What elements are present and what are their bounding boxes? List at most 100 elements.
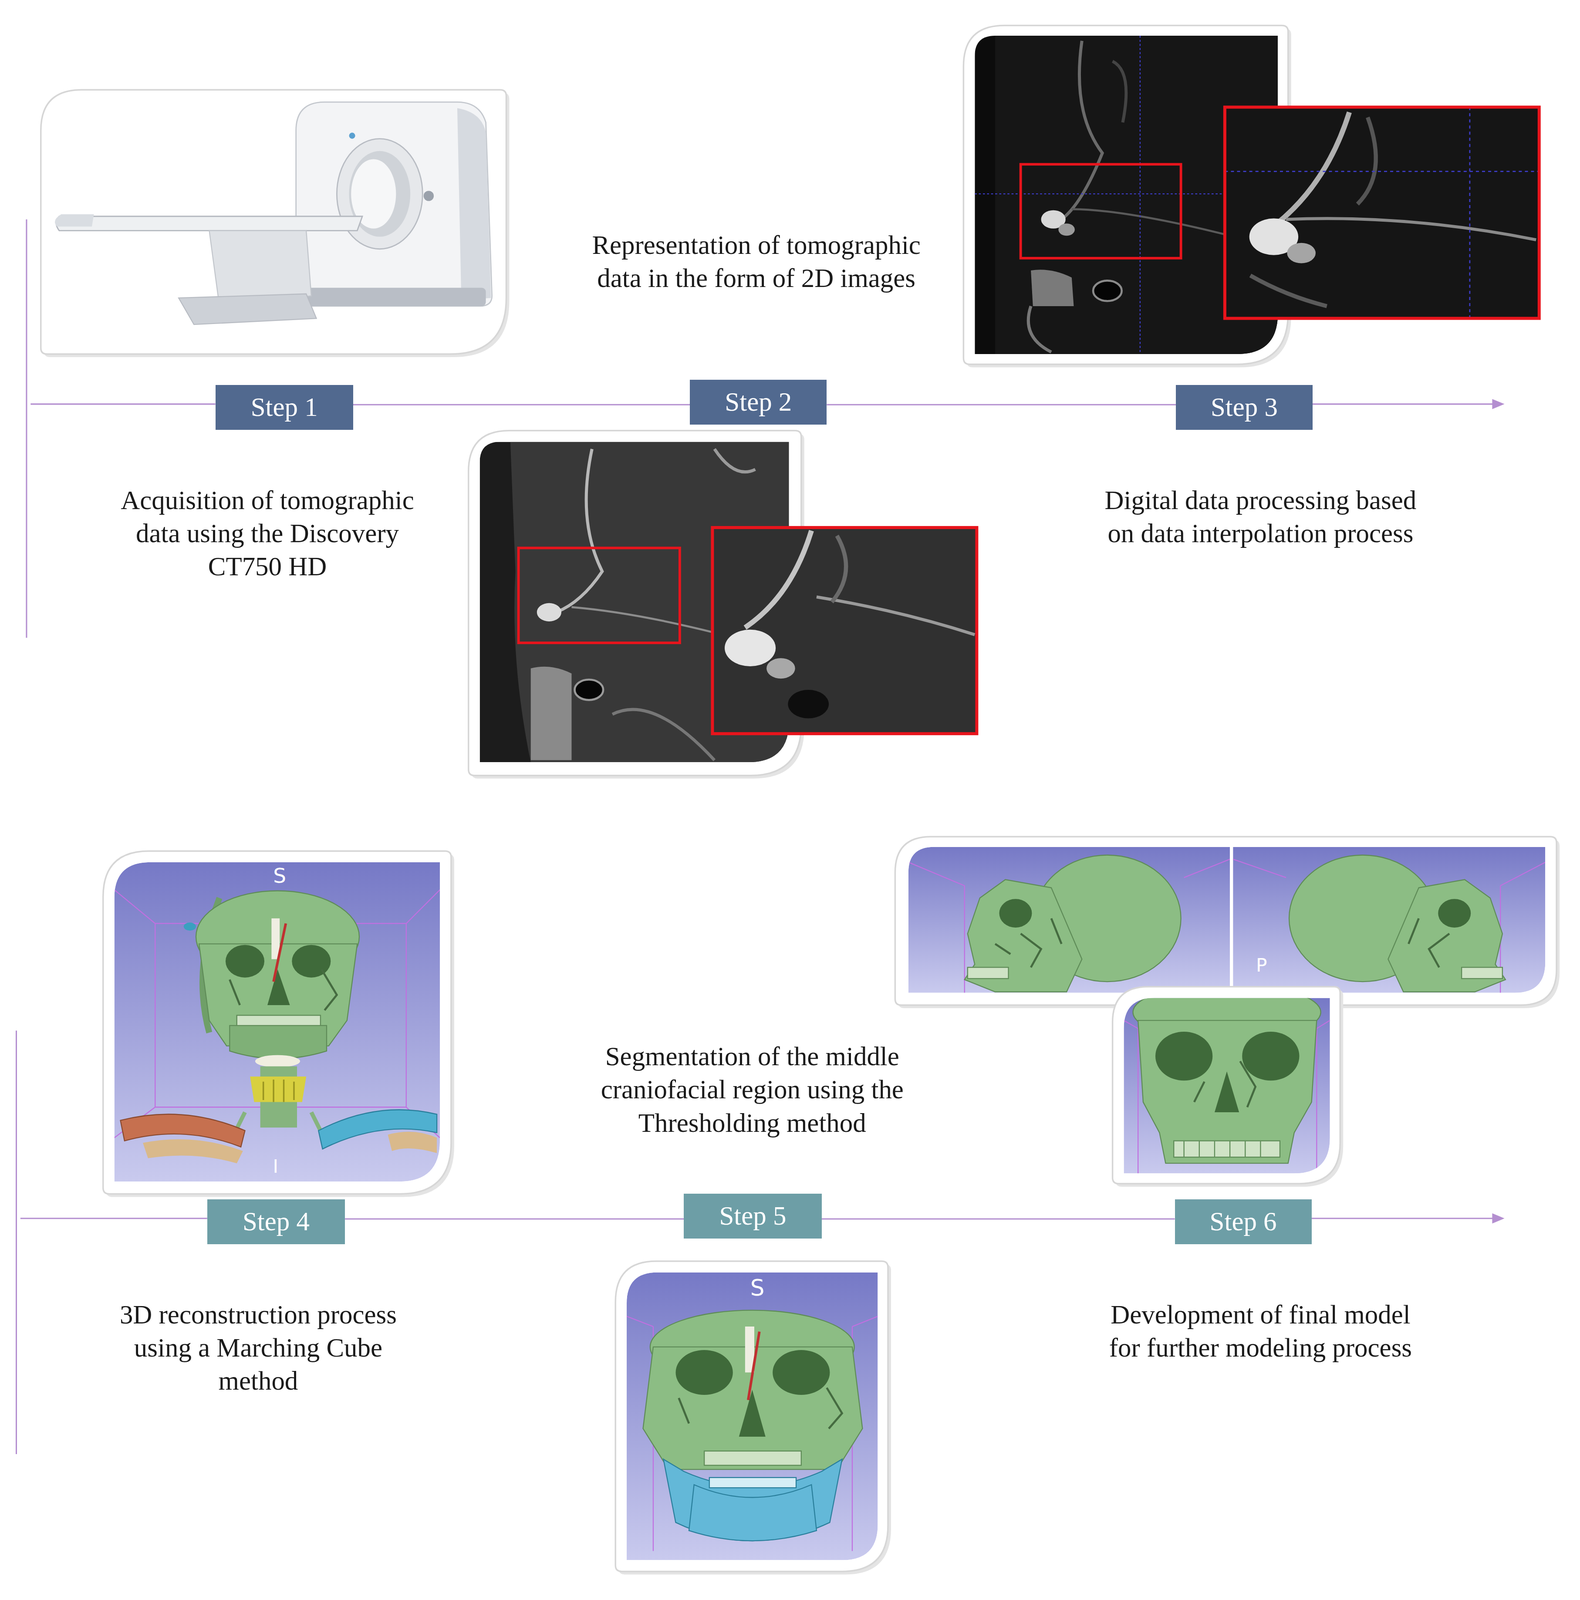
reconstruction-3d-part-part [388,1131,437,1154]
ct-slice-interpolated-part-part [1286,243,1316,264]
reconstruction-3d-part [106,854,455,1197]
step-label: Step 3 [1210,391,1278,423]
reconstruction-3d-part-part [291,945,331,978]
reconstruction-3d-part-part [255,1055,301,1068]
segmentation-view [615,1261,892,1575]
step-label: Step 4 [242,1206,310,1237]
ct-slice-2d [468,430,977,779]
ct-slice-interpolated-part-part [1276,112,1350,225]
reconstruction-3d-part-part [229,969,337,1011]
final-model-frontal-part-part [1194,1061,1256,1108]
reconstruction-3d-part [114,862,440,1182]
segmentation-view-part-part [709,1477,797,1488]
final-model-frontal-part-part [1123,1020,1330,1174]
final-model-lateral-part-part-part [964,879,1083,993]
segmentation-view-part [615,1261,888,1572]
final-model-lateral-part-part-part [967,967,1009,979]
ct-scanner-card-part [54,214,95,227]
final-model-lateral-part-part-part [1387,879,1506,993]
final-model-lateral-part [1229,847,1233,993]
final-model-lateral-part-part [964,855,1182,993]
final-model-lateral-part [894,836,1557,1006]
final-model-lateral-part-part [1289,855,1506,993]
final-model-frontal-part-part [1155,1031,1213,1081]
ct-slice-interpolated [963,25,1540,368]
segmentation-view-part-part [626,1272,878,1561]
ct-slice-interpolated-part-part [1286,218,1537,240]
ct-slice-2d-part-part [787,689,829,719]
axis-label: S [264,863,295,888]
ct-slice-2d-part [712,527,977,734]
axis-label: S [742,1274,773,1302]
final-model-lateral-part [908,847,1230,993]
step-description: Segmentation of the middle craniofacial … [576,1039,929,1140]
ct-slice-2d-part-part [714,449,756,473]
ct-slice-2d-part-part [766,658,796,679]
reconstruction-3d-part-part [114,889,440,1138]
segmentation-view-part-part [688,1484,817,1541]
final-model-lateral-part-part-part [1438,898,1471,928]
step-box: Step 3 [1175,384,1313,430]
segmentation-view-part-part [626,1316,878,1552]
step-description: Digital data processing based on data in… [1092,483,1429,551]
step-box: Step 6 [1174,1199,1312,1245]
step-box: Step 5 [683,1193,822,1239]
final-model-lateral [894,836,1560,1009]
timeline-arrowhead [1492,398,1505,1224]
step-box: Step 2 [689,379,827,425]
step-label: Step 5 [719,1200,787,1232]
timeline-part [25,219,28,639]
step-description: Representation of tomographic data in th… [587,228,925,295]
ct-slice-interpolated-part-part [1468,107,1471,319]
ct-scanner-card-part [40,89,507,355]
reconstruction-3d-part-part [249,1076,307,1103]
ct-scanner-card [40,89,510,358]
ct-slice-2d-part [724,530,975,719]
ct-scanner-card-part [423,190,434,201]
final-model-frontal-part-part [1123,998,1330,1174]
ct-slice-interpolated-part-part [1028,306,1052,352]
ct-scanner-card-part [178,293,317,325]
ct-slice-2d-part-part [571,607,715,633]
reconstruction-3d-part-part [114,862,440,1182]
ct-slice-2d-part-part [556,449,602,613]
segmentation-view-part-part [678,1387,843,1429]
ct-slice-interpolated-part [1224,107,1540,319]
segmentation-view-part-part [748,1331,760,1401]
ct-slice-interpolated-part-part [1061,40,1103,220]
segmentation-view-part-part [739,1389,766,1437]
timeline-arrowhead-part [1492,1213,1505,1224]
segmentation-view-part-part [675,1350,733,1395]
ct-scanner-card-part [336,138,423,250]
axis-label: I [260,1155,291,1179]
step-label: Step 2 [724,386,792,418]
final-model-lateral-part-part-part [999,898,1032,928]
ct-slice-2d-part-part [536,603,562,622]
timeline-part [1311,1217,1495,1219]
axis-label: P [1246,954,1277,977]
timeline-part [20,1217,208,1219]
timeline-connector [353,404,690,406]
step-description: Acquisition of tomographic data using th… [98,483,436,584]
step-description: Development of final model for further m… [1092,1298,1429,1365]
timeline-connector [344,1218,684,1220]
segmentation-view-part [618,1264,892,1575]
final-model-lateral-part [898,839,1560,1009]
reconstruction-3d-part-part [273,923,286,983]
timeline-part [1312,403,1495,405]
ct-slice-interpolated-part [1224,107,1540,319]
timeline-part [30,403,216,405]
timeline-connector [821,1218,1175,1220]
final-model-frontal-part-part [1214,1071,1240,1113]
step-label: Step 1 [250,391,318,423]
ct-slice-2d-part-part [612,709,715,760]
segmentation-view-part-part [704,1451,802,1466]
reconstruction-3d-part-part [229,1025,327,1059]
ct-slice-interpolated-part-part [1093,280,1122,301]
final-model-lateral-part-part-part [1408,918,1450,968]
reconstruction-3d-part-part [183,922,196,931]
reconstruction-3d-part-part [267,969,291,1006]
ct-slice-2d-part-part [745,530,812,628]
step-box: Step 4 [207,1199,345,1245]
ct-slice-2d-part [712,527,977,734]
